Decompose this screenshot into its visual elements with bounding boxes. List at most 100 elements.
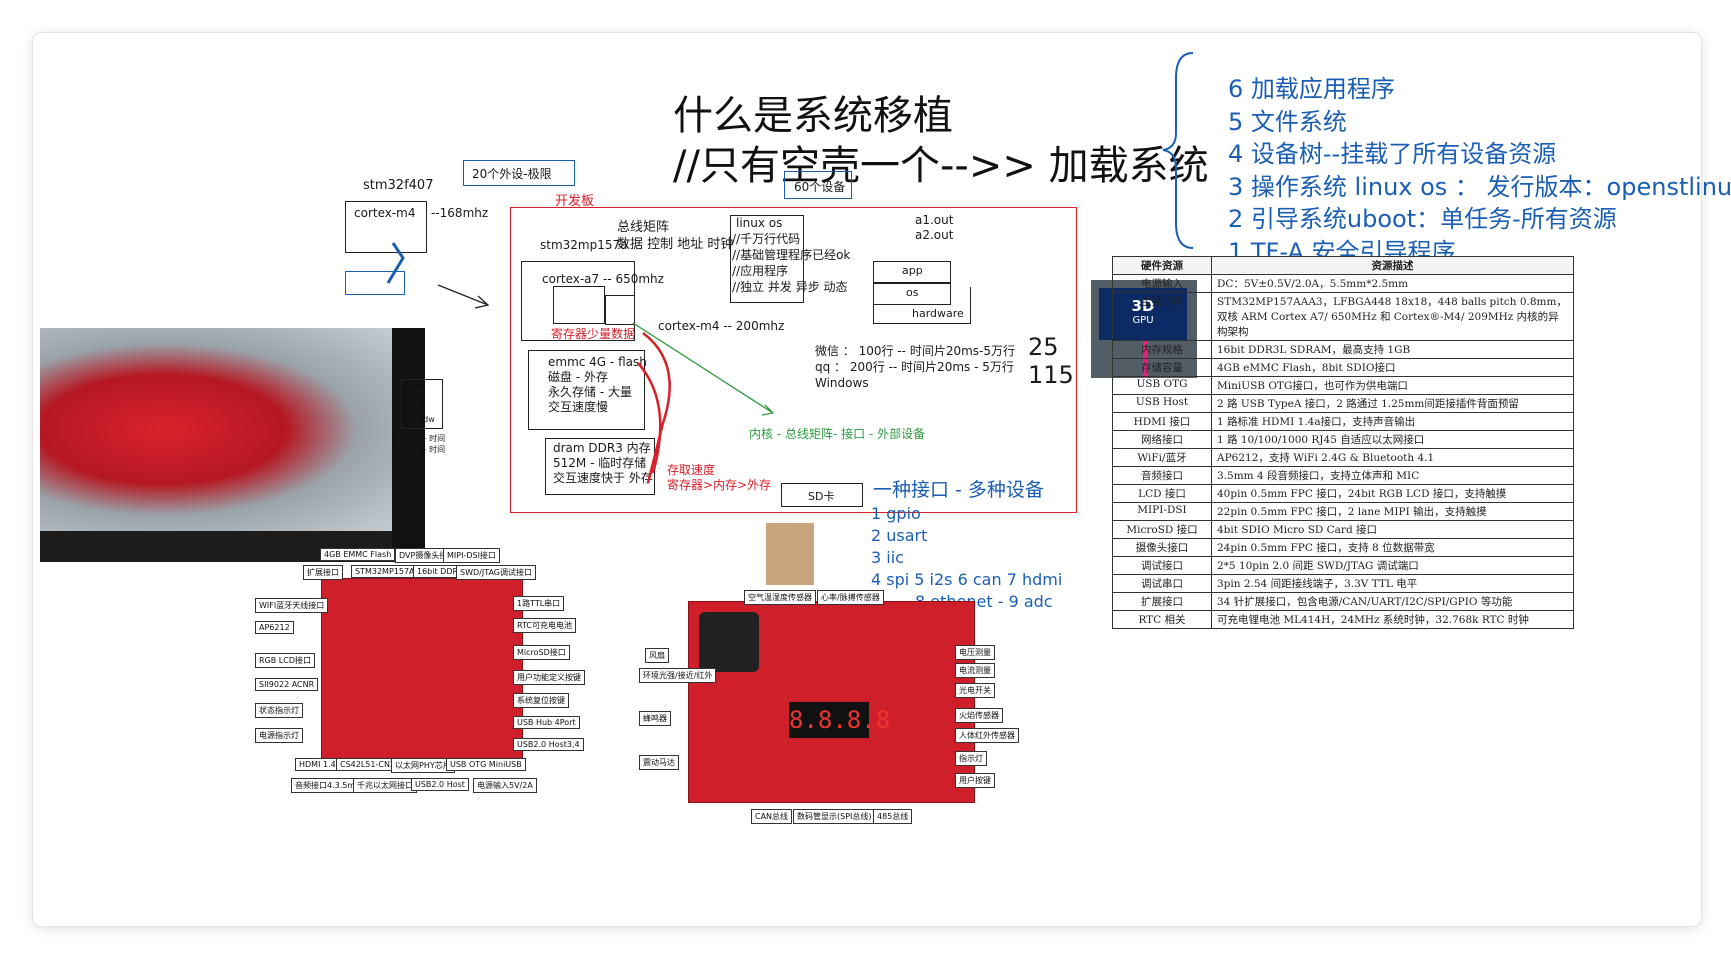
outputs-label: a1.out a2.out bbox=[915, 213, 953, 243]
board-label: MIPI-DSI接口 bbox=[443, 548, 500, 563]
table-cell-key: 音频接口 bbox=[1113, 467, 1212, 485]
board-label: 环境光强/接近/红外 bbox=[639, 668, 716, 683]
boot-stack-list: 6 加载应用程序 5 文件系统 4 设备树--挂载了所有设备资源 3 操作系统 … bbox=[1228, 73, 1731, 268]
table-row: MicroSD 接口4bit SDIO Micro SD Card 接口 bbox=[1113, 521, 1574, 539]
interface-item: 4 spi 5 i2s 6 can 7 hdmi bbox=[871, 569, 1062, 591]
board-label: 火焰传感器 bbox=[955, 708, 1003, 723]
table-cell-key: HDMI 接口 bbox=[1113, 413, 1212, 431]
board-label: 扩展接口 bbox=[303, 565, 343, 580]
table-cell-key: 摄像头接口 bbox=[1113, 539, 1212, 557]
table-cell-value: 40pin 0.5mm FPC 接口，24bit RGB LCD 接口，支持触摸 bbox=[1212, 485, 1574, 503]
sd-card-photo bbox=[766, 523, 814, 585]
page-title: 什么是系统移植 //只有空壳一个-->> 加载系统 bbox=[673, 91, 1209, 191]
board-label: RTC可充电电池 bbox=[513, 618, 576, 633]
board-label: CAN总线 bbox=[751, 809, 792, 824]
table-row: HDMI 接口1 路标准 HDMI 1.4a接口，支持声音输出 bbox=[1113, 413, 1574, 431]
cortex-a7-label: cortex-a7 -- 650mhz bbox=[542, 272, 664, 286]
time-slice-notes: 微信 ： 100行 -- 时间片20ms-5万行 qq ： 200行 -- 时间… bbox=[815, 343, 1015, 391]
mini-notes: 100行 -- 时间 200行 -- 时间 bbox=[395, 433, 445, 455]
linux-notes: //千万行代码 //基础管理程序已经ok //应用程序 //独立 并发 异步 动… bbox=[732, 231, 850, 295]
linux-note: //应用程序 bbox=[732, 263, 850, 279]
table-cell-key: USB OTG bbox=[1113, 377, 1212, 395]
table-cell-value: 16bit DDR3L SDRAM，最高支持 1GB bbox=[1212, 341, 1574, 359]
board-label: 指示灯 bbox=[955, 751, 987, 766]
arrow-icon bbox=[373, 203, 533, 323]
boot-stack-item: 4 设备树--挂载了所有设备资源 bbox=[1228, 138, 1731, 171]
linux-note: //独立 并发 异步 动态 bbox=[732, 279, 850, 295]
board-label: 风扇 bbox=[645, 648, 669, 663]
table-cell-key: 内存规格 bbox=[1113, 341, 1212, 359]
board-photo-image bbox=[40, 328, 392, 531]
table-cell-key: RTC 相关 bbox=[1113, 611, 1212, 629]
interface-item: 2 usart bbox=[871, 525, 1062, 547]
devices-box: 60个设备 bbox=[784, 171, 852, 199]
board-label: 电流测量 bbox=[955, 663, 995, 678]
sensor-board-diagram: 8.8.8.8 bbox=[688, 601, 975, 803]
qq-note: qq ： 200行 -- 时间片20ms - 5万行 bbox=[815, 359, 1015, 375]
table-header-row: 硬件资源 资源描述 bbox=[1113, 257, 1574, 275]
bus-types-label: 数据 控制 地址 时钟 bbox=[617, 233, 733, 252]
hardware-layer-label: hardware bbox=[912, 307, 964, 320]
board-label: RGB LCD接口 bbox=[255, 653, 315, 668]
board-label: USB2.0 Host3,4 bbox=[513, 738, 584, 751]
table-row: 电源输入DC：5V±0.5V/2.0A，5.5mm*2.5mm bbox=[1113, 275, 1574, 293]
mini-note: 200行 -- 时间 bbox=[395, 444, 445, 455]
board-label: 用户按键 bbox=[955, 773, 995, 788]
board-label: USB OTG MiniUSB bbox=[446, 758, 526, 771]
linux-note: //基础管理程序已经ok bbox=[732, 247, 850, 263]
table-cell-key: 电源输入 bbox=[1113, 275, 1212, 293]
board-label: AP6212 bbox=[255, 621, 294, 634]
title-line-2: //只有空壳一个-->> 加载系统 bbox=[673, 141, 1209, 191]
table-cell-value: 可充电锂电池 ML414H，24MHz 系统时钟，32.768k RTC 时钟 bbox=[1212, 611, 1574, 629]
table-cell-key: MicroSD 接口 bbox=[1113, 521, 1212, 539]
table-cell-key: 调试串口 bbox=[1113, 575, 1212, 593]
whiteboard-canvas[interactable]: 什么是系统移植 //只有空壳一个-->> 加载系统 6 加载应用程序 5 文件系… bbox=[33, 33, 1701, 926]
interface-item: 3 iic bbox=[871, 547, 1062, 569]
table-cell-value: 2 路 USB TypeA 接口，2 路通过 1.25mm间距接插件背面预留 bbox=[1212, 395, 1574, 413]
table-cell-value: 1 路标准 HDMI 1.4a接口，支持声音输出 bbox=[1212, 413, 1574, 431]
app-layer-label: app bbox=[902, 264, 923, 277]
mini-stack-item: os bbox=[410, 397, 435, 412]
mini-stack-item: hardw bbox=[410, 412, 435, 427]
table-cell-value: STM32MP157AAA3，LFBGA448 18x18，448 balls … bbox=[1212, 293, 1574, 341]
table-cell-value: AP6212，支持 WiFi 2.4G & Bluetooth 4.1 bbox=[1212, 449, 1574, 467]
boot-stack-item: 2 引导系统uboot：单任务-所有资源 bbox=[1228, 203, 1731, 236]
table-cell-value: 3pin 2.54 间距接线端子，3.3V TTL 电平 bbox=[1212, 575, 1574, 593]
board-label: SWD/JTAG调试接口 bbox=[456, 565, 536, 580]
table-cell-value: 34 针扩展接口，包含电源/CAN/UART/I2C/SPI/GPIO 等功能 bbox=[1212, 593, 1574, 611]
board-label: 电源指示灯 bbox=[255, 728, 303, 743]
windows-note: Windows bbox=[815, 375, 1015, 391]
board-label: 4GB EMMC Flash bbox=[320, 548, 395, 561]
board-label: 空气温湿度传感器 bbox=[744, 590, 816, 605]
title-line-1: 什么是系统移植 bbox=[673, 91, 1209, 141]
devboard-label: 开发板 bbox=[555, 190, 594, 209]
board-label: 用户功能定义按键 bbox=[513, 670, 585, 685]
board-label: 震动马达 bbox=[639, 755, 679, 770]
mini-stack-labels: app os hardw bbox=[410, 382, 435, 427]
table-cell-key: 主控芯片 bbox=[1113, 293, 1212, 341]
seven-segment-display: 8.8.8.8 bbox=[789, 702, 869, 738]
mini-stack-item: app bbox=[410, 382, 435, 397]
board-photo[interactable] bbox=[40, 328, 425, 562]
linux-os-label: linux os bbox=[736, 216, 782, 230]
board-label: USB Hub 4Port bbox=[513, 716, 580, 729]
table-row: 调试接口2*5 10pin 2.0 间距 SWD/JTAG 调试端口 bbox=[1113, 557, 1574, 575]
fan-icon bbox=[699, 612, 759, 672]
board-label: 心率/脉搏传感器 bbox=[817, 590, 884, 605]
table-row: LCD 接口40pin 0.5mm FPC 接口，24bit RGB LCD 接… bbox=[1113, 485, 1574, 503]
hardware-layer-box: hardware bbox=[873, 287, 971, 324]
boot-stack-item: 6 加载应用程序 bbox=[1228, 73, 1731, 106]
table-cell-value: 1 路 10/100/1000 RJ45 自适应以太网接口 bbox=[1212, 431, 1574, 449]
interface-item: 1 gpio bbox=[871, 503, 1062, 525]
table-row: USB OTGMiniUSB OTG接口，也可作为供电端口 bbox=[1113, 377, 1574, 395]
board-label: 电压测量 bbox=[955, 645, 995, 660]
table-row: 存储容量4GB eMMC Flash，8bit SDIO接口 bbox=[1113, 359, 1574, 377]
app-layer-box: app bbox=[873, 261, 951, 283]
table-cell-value: 24pin 0.5mm FPC 接口，支持 8 位数据带宽 bbox=[1212, 539, 1574, 557]
board-label: MicroSD接口 bbox=[513, 645, 570, 660]
